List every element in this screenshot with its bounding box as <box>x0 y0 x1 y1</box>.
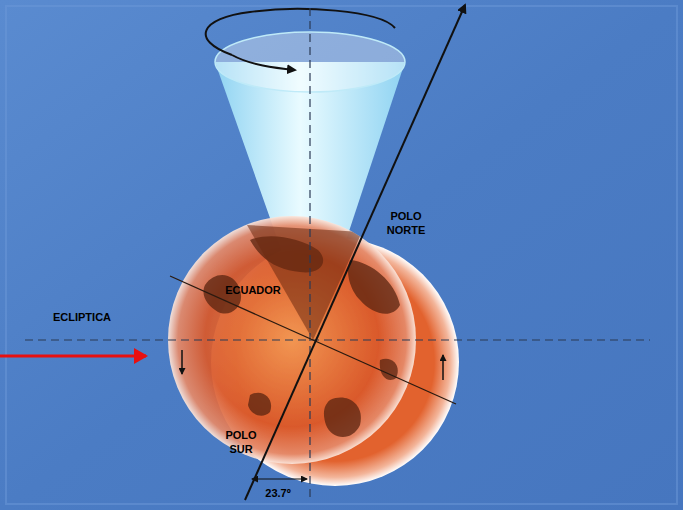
plane-label: ECLIPTICA <box>42 310 122 324</box>
equator-label: ECUADOR <box>222 283 284 297</box>
pole-label: POLO NORTE <box>382 209 430 237</box>
pole-label: POLO SUR <box>220 428 262 456</box>
angle-label: 23.7º <box>258 486 298 500</box>
